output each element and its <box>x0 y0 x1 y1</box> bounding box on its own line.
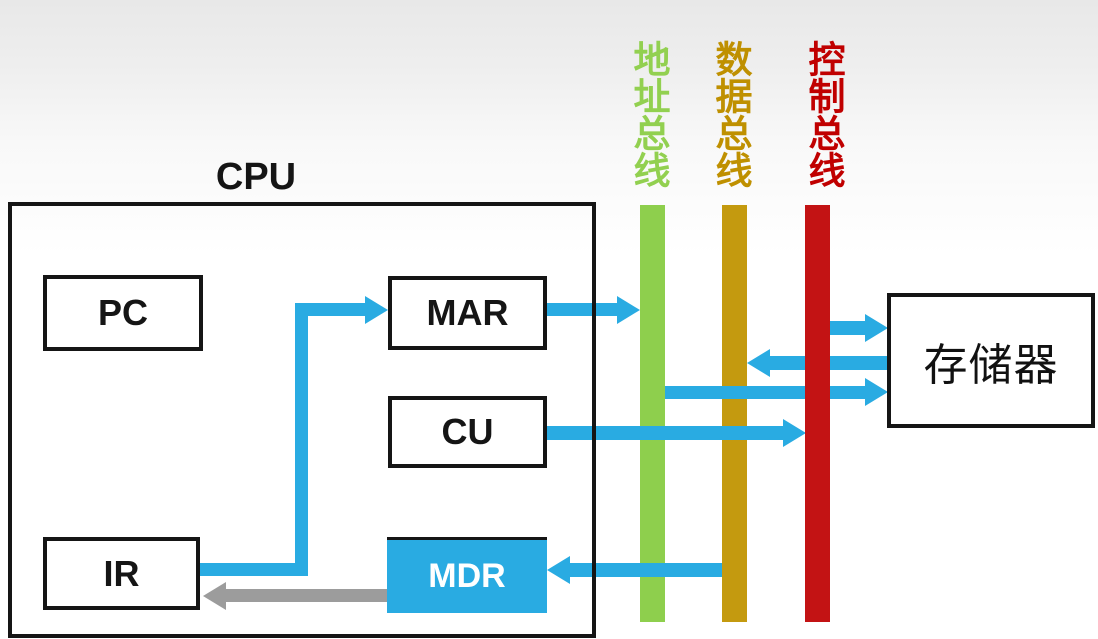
cpu-title: CPU <box>215 156 297 198</box>
arrow-ir-to-mar-segment <box>295 303 308 576</box>
cu-label: CU <box>441 411 494 452</box>
cpu-box <box>8 202 596 638</box>
pc-label: PC <box>97 292 148 333</box>
ir-box: IR <box>43 537 200 610</box>
data-bus-bar <box>722 205 747 622</box>
arrow-mdr-ir-segment <box>226 589 387 602</box>
mar-box: MAR <box>388 276 547 350</box>
mar-label: MAR <box>426 292 509 333</box>
arrow-control-memory-segment <box>830 321 867 335</box>
arrow-mar-segment <box>547 303 617 316</box>
cu-box: CU <box>388 396 547 468</box>
data-bus-label: 数据总线 <box>709 40 750 188</box>
arrow-address-memory-segment <box>665 386 865 399</box>
memory-label: 存储器 <box>923 340 1059 390</box>
memory-box: 存储器 <box>887 293 1095 428</box>
arrowhead-icon <box>865 314 888 342</box>
control-bus-label: 控制总线 <box>802 40 843 188</box>
mdr-box: MDR <box>387 537 547 613</box>
arrowhead-icon <box>783 419 806 447</box>
arrowhead-icon <box>747 349 770 377</box>
arrowhead-icon <box>203 582 226 610</box>
arrow-cu-segment <box>547 426 783 440</box>
arrow-ir-to-mar-segment <box>200 563 308 576</box>
pc-box: PC <box>43 275 203 351</box>
arrowhead-icon <box>617 296 640 324</box>
ir-label: IR <box>103 552 140 594</box>
arrowhead-icon <box>547 556 570 584</box>
address-bus-label: 地址总线 <box>627 40 668 188</box>
mdr-label: MDR <box>428 557 506 595</box>
arrowhead-icon <box>365 296 388 324</box>
arrow-ir-to-mar-segment <box>295 303 366 316</box>
control-bus-bar <box>805 205 830 622</box>
arrow-data-mdr-segment <box>570 563 722 577</box>
address-bus-bar <box>640 205 665 622</box>
arrowhead-icon <box>865 378 888 406</box>
